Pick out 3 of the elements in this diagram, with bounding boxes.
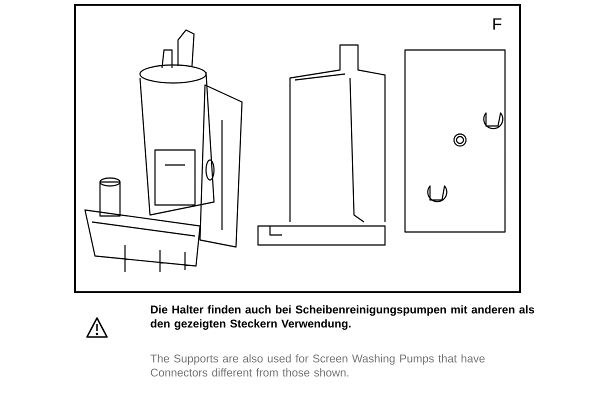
warning-text: Die Halter finden auch bei Scheibenreinigungspumpen mit anderen als den gezeigten Steckern Verwendung. [150,305,534,330]
label-letter: F [493,18,502,30]
note-text: The Supports are also used for Screen Washing Pumps that have Connectors different from those shown. [150,354,485,377]
